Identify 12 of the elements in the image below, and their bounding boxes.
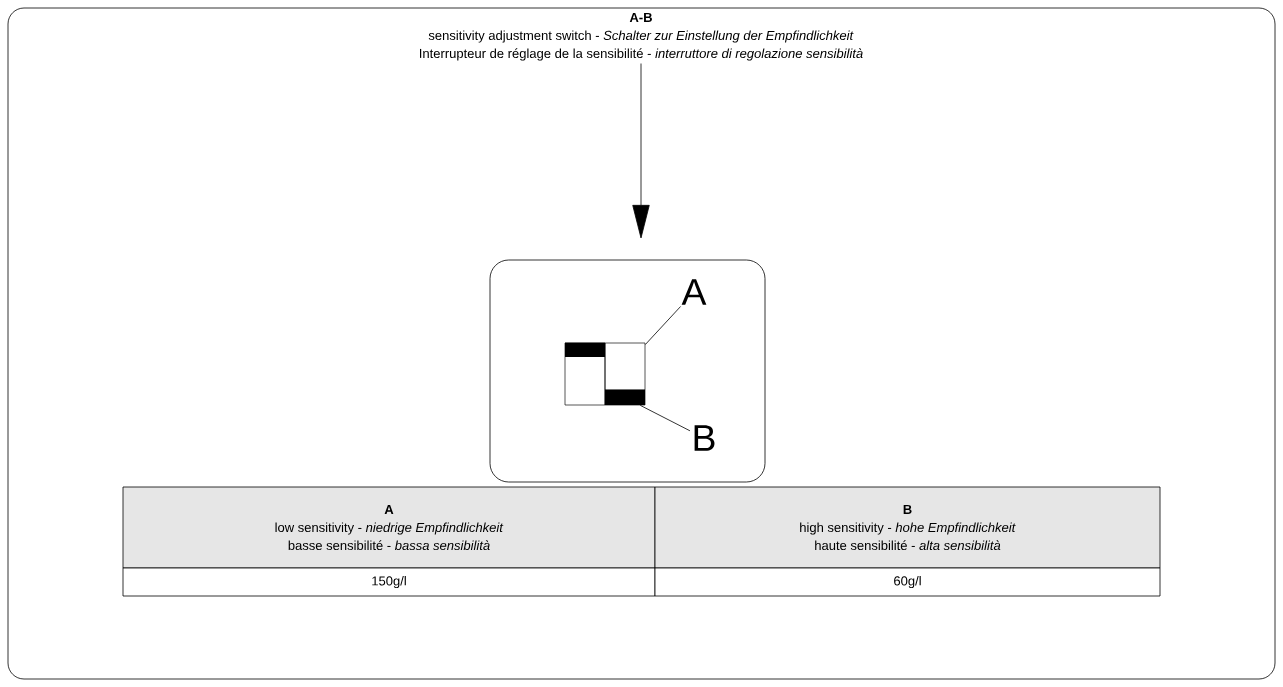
leader-line [644,306,682,345]
table-cell: 60g/l [654,567,1161,597]
callout-letter: A [681,279,707,305]
switch-lever [604,389,646,406]
table-cell: A low sensitivity - niedrige Empfindlichkeit basse sensibilité - bassa sensibilità [122,486,656,569]
heading-text: A-B sensitivity adjustment switch - Schalter zur Einstellung der Empfindlichkeit Interrupteur de réglage de la sensibilité - interruttore di regolazione sensibilità [420,12,863,61]
leader-line [639,404,691,432]
switch-panel [489,259,766,483]
table-cell: 150g/l [122,567,656,597]
arrow [632,63,650,239]
table-cell: B high sensitivity - hohe Empfindlichkeit haute sensibilité - alta sensibilità [654,486,1161,569]
callout-letter: B [694,425,715,451]
